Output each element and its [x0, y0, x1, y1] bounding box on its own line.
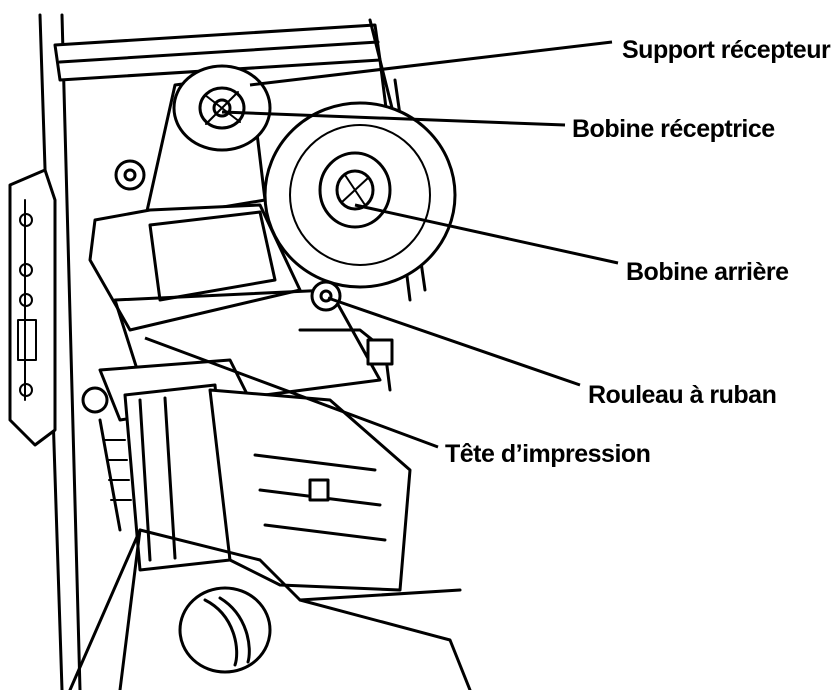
label-rouleau-ruban: Rouleau à ruban — [588, 381, 776, 409]
leader-bobine-arriere — [354, 203, 619, 265]
leader-bobine-receptrice — [221, 110, 566, 127]
take-up-spindle — [143, 64, 272, 222]
label-bobine-arriere: Bobine arrière — [626, 258, 789, 286]
leader-lines — [144, 40, 619, 449]
printer-side-panel — [8, 168, 57, 447]
supply-roll — [263, 101, 457, 289]
printer-lower-body — [68, 388, 472, 690]
adjustment-knob — [178, 586, 272, 674]
label-tete-impression: Tête d’impression — [445, 440, 650, 468]
printer-illustration — [8, 13, 472, 690]
leader-tete-impression — [144, 336, 439, 449]
ribbon-guide — [88, 159, 382, 412]
ribbon-roller — [298, 280, 394, 392]
label-support-recepteur: Support récepteur — [622, 36, 831, 64]
leader-rouleau-ruban — [327, 296, 581, 387]
label-bobine-receptrice: Bobine réceptrice — [572, 115, 775, 143]
callout-labels: Support récepteur Bobine réceptrice Bobi… — [445, 36, 831, 468]
leader-support-recepteur — [249, 40, 613, 87]
